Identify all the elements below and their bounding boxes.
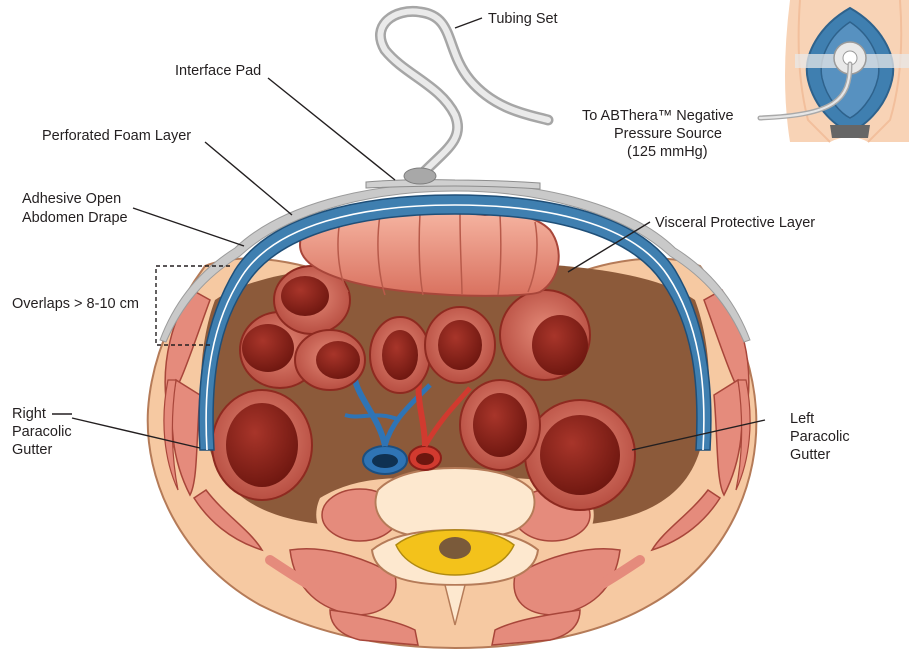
- vertebral-body: [376, 468, 535, 535]
- label-perforated-foam: Perforated Foam Layer: [42, 128, 191, 144]
- torso-inset: [760, 0, 909, 142]
- label-drape-line2: Abdomen Drape: [22, 210, 128, 226]
- label-negative-pressure-line1: To ABThera™ Negative: [582, 108, 734, 124]
- label-interface-pad: Interface Pad: [175, 63, 261, 79]
- label-left-gutter-line2: Paracolic: [790, 429, 850, 445]
- label-negative-pressure-line3: (125 mmHg): [627, 144, 708, 160]
- label-drape-line1: Adhesive Open: [22, 191, 121, 207]
- label-right-gutter-line2: Paracolic: [12, 424, 72, 440]
- label-right-gutter-line3: Gutter: [12, 442, 52, 458]
- label-left-gutter-line3: Gutter: [790, 447, 830, 463]
- label-right-gutter-line1: Right: [12, 406, 46, 422]
- tubing-set: [380, 11, 548, 176]
- label-visceral-layer: Visceral Protective Layer: [655, 215, 815, 231]
- label-left-gutter-line1: Left: [790, 411, 814, 427]
- label-negative-pressure-line2: Pressure Source: [614, 126, 722, 142]
- label-overlaps: Overlaps > 8-10 cm: [12, 296, 139, 312]
- label-tubing-set: Tubing Set: [488, 11, 558, 27]
